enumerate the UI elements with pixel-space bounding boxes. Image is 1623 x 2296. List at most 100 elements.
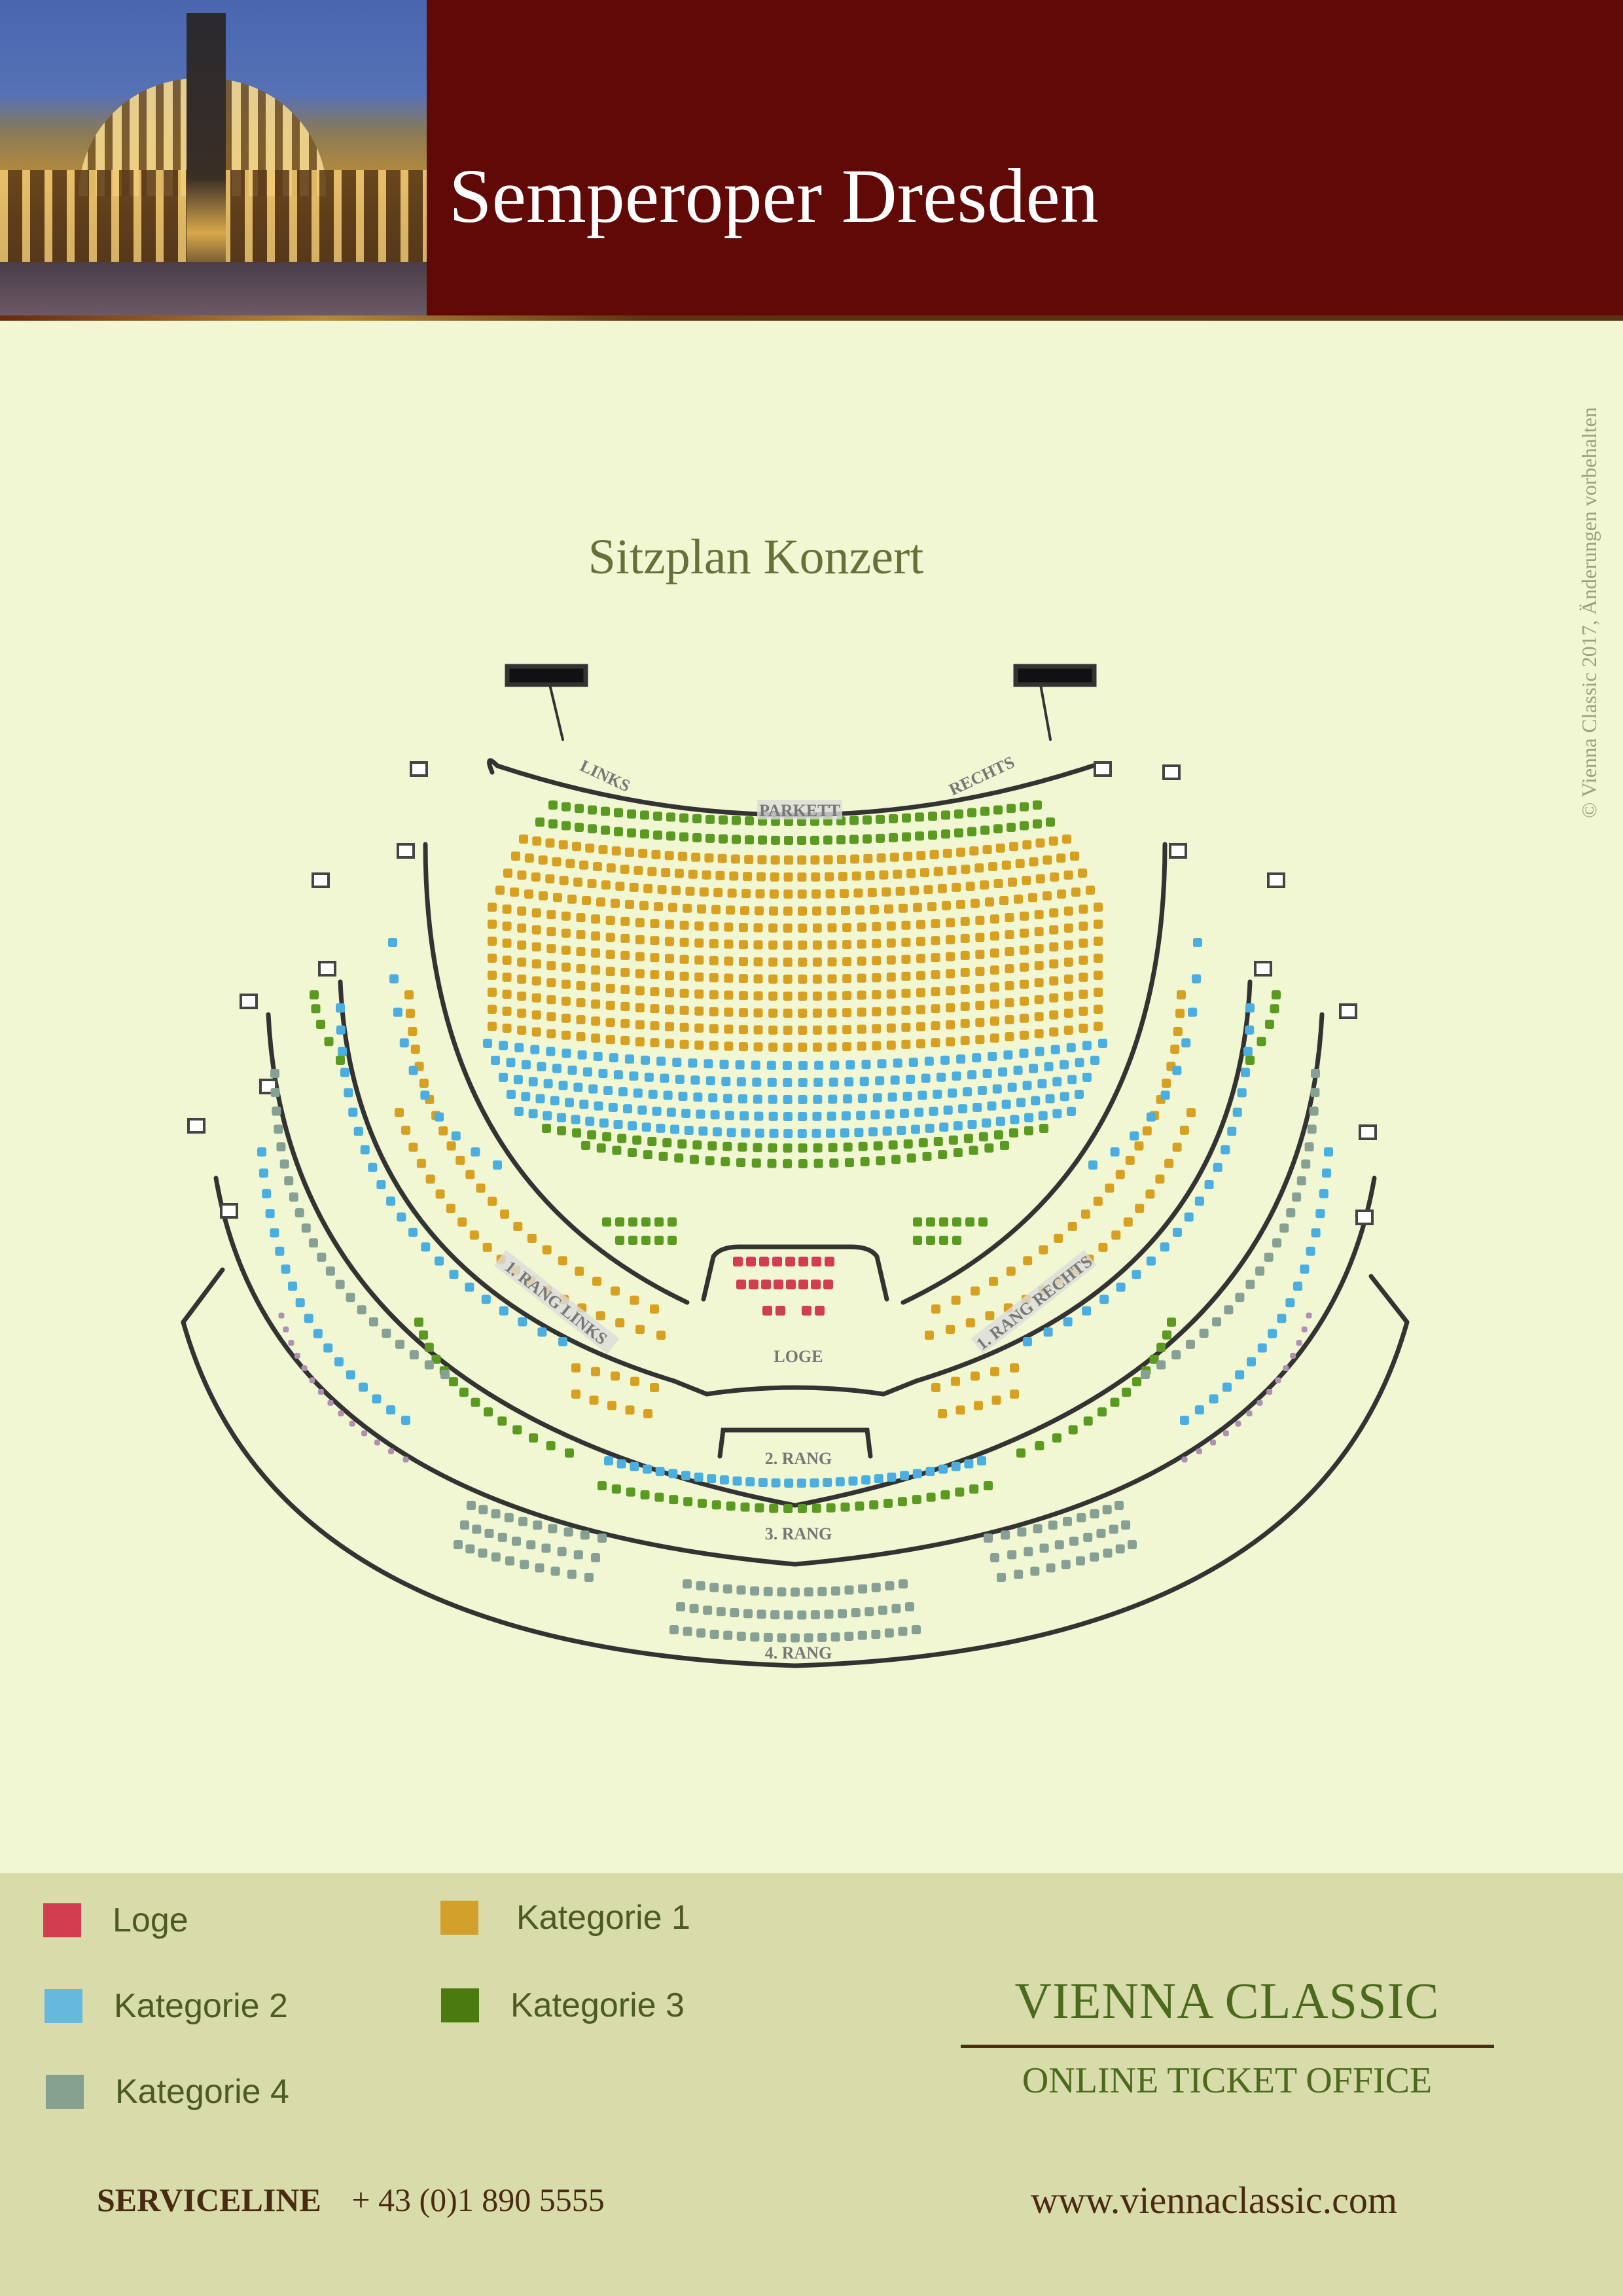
seat — [1109, 1524, 1118, 1534]
seat — [561, 1013, 571, 1023]
seat — [553, 893, 562, 903]
seat — [753, 1008, 763, 1018]
seat — [1001, 1530, 1010, 1540]
seat — [901, 988, 911, 998]
seat — [1083, 1416, 1093, 1426]
seat — [665, 954, 675, 963]
seat — [842, 1008, 852, 1018]
seat — [531, 1010, 541, 1020]
seat — [755, 1128, 764, 1138]
seat — [942, 901, 951, 910]
seat — [689, 1155, 699, 1164]
seat — [651, 850, 661, 859]
seat — [535, 817, 544, 827]
seat — [524, 853, 534, 863]
seat — [753, 940, 763, 950]
seat — [262, 1189, 272, 1198]
legend-item-kategorie-1: Kategorie 1 — [440, 1898, 690, 1937]
seat — [652, 1106, 662, 1116]
seat — [656, 1056, 666, 1066]
seat — [650, 1021, 660, 1031]
seat — [546, 927, 556, 937]
seat — [763, 1632, 773, 1642]
serviceline-phone[interactable]: + 43 (0)1 890 5555 — [351, 2181, 605, 2218]
seat — [609, 1053, 618, 1063]
seat — [679, 813, 688, 823]
seat — [698, 1126, 708, 1136]
seat — [389, 974, 399, 984]
seat — [955, 1487, 965, 1497]
seat — [546, 1441, 556, 1450]
seat — [546, 1029, 556, 1039]
seat — [783, 1143, 793, 1153]
seat — [1060, 1092, 1069, 1102]
seat — [857, 1630, 867, 1640]
seat — [694, 1472, 704, 1482]
seat — [1079, 905, 1088, 914]
seat — [886, 972, 896, 982]
seat — [587, 878, 597, 888]
seat — [421, 1242, 431, 1252]
seat — [813, 1077, 823, 1087]
seat — [502, 939, 512, 948]
seat — [697, 904, 706, 914]
seat — [518, 1317, 527, 1327]
seat — [745, 835, 754, 845]
seat — [627, 828, 636, 838]
seat — [503, 869, 512, 878]
seat — [650, 987, 660, 997]
seat — [961, 865, 971, 874]
seat — [990, 965, 999, 975]
section-label: 1. RANG RECHTS — [971, 1249, 1097, 1354]
seat — [576, 946, 586, 956]
seat — [884, 1628, 894, 1638]
seat — [526, 1540, 536, 1550]
seat — [938, 1150, 948, 1160]
seat — [1024, 1547, 1033, 1556]
seat — [643, 1409, 652, 1418]
seat — [637, 1105, 647, 1115]
seat — [857, 922, 866, 932]
seat — [724, 1111, 734, 1121]
seat — [692, 833, 702, 842]
seat — [424, 1342, 434, 1352]
seat — [334, 1357, 344, 1367]
seat — [630, 1295, 639, 1305]
seat — [530, 1045, 540, 1054]
seat — [879, 870, 889, 880]
seat — [776, 1306, 785, 1316]
box-marker — [1355, 1210, 1374, 1225]
seat — [916, 954, 925, 963]
seat — [546, 1047, 556, 1056]
seat — [840, 1502, 850, 1512]
seat — [886, 921, 896, 931]
seat — [476, 1183, 486, 1193]
seat — [696, 1581, 705, 1590]
seat — [287, 1282, 297, 1291]
seat — [517, 940, 527, 950]
seat — [491, 1056, 500, 1065]
seat — [974, 863, 984, 873]
seat — [798, 1143, 808, 1153]
seat — [709, 939, 719, 948]
seat — [650, 1004, 660, 1014]
seat — [990, 1016, 999, 1026]
seat — [975, 1018, 985, 1028]
seat — [811, 872, 821, 882]
seat — [971, 899, 980, 908]
seat — [939, 1217, 948, 1227]
seat — [420, 1090, 430, 1100]
section-label: 2. RANG — [765, 1449, 832, 1468]
seat — [758, 835, 767, 845]
seat — [694, 1023, 704, 1033]
seat — [916, 988, 925, 997]
seat — [784, 835, 793, 845]
seat — [951, 1376, 960, 1386]
seat — [1023, 1337, 1032, 1346]
seat — [575, 1266, 584, 1276]
seat — [849, 834, 859, 844]
seat — [1115, 1170, 1125, 1179]
website-link[interactable]: www.viennaclassic.com — [1031, 2179, 1397, 2221]
venue-title: Semperoper Dresden — [449, 153, 1099, 239]
seat — [995, 1117, 1005, 1126]
